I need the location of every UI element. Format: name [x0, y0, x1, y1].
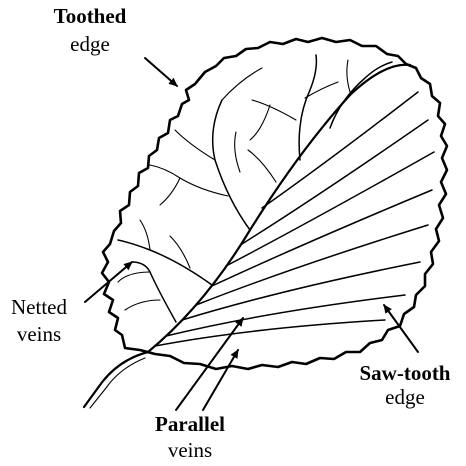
label-parallel-line1: Parallel — [155, 412, 225, 436]
label-netted-veins: Netted veins — [11, 295, 67, 346]
label-sawtooth-edge: Saw-tooth edge — [359, 361, 450, 409]
label-parallel-line2: veins — [168, 438, 212, 462]
label-toothed-line2: edge — [70, 32, 110, 56]
label-toothed-line1: Toothed — [54, 4, 127, 28]
leaf-stalk — [84, 352, 148, 407]
label-toothed-edge: Toothed edge — [54, 4, 127, 56]
label-netted-line1: Netted — [11, 295, 67, 319]
label-parallel-veins: Parallel veins — [155, 412, 225, 462]
label-netted-line2: veins — [17, 322, 61, 346]
label-sawtooth-line2: edge — [385, 385, 425, 409]
arrow-toothed-edge — [145, 58, 177, 86]
label-sawtooth-line1: Saw-tooth — [359, 361, 450, 385]
